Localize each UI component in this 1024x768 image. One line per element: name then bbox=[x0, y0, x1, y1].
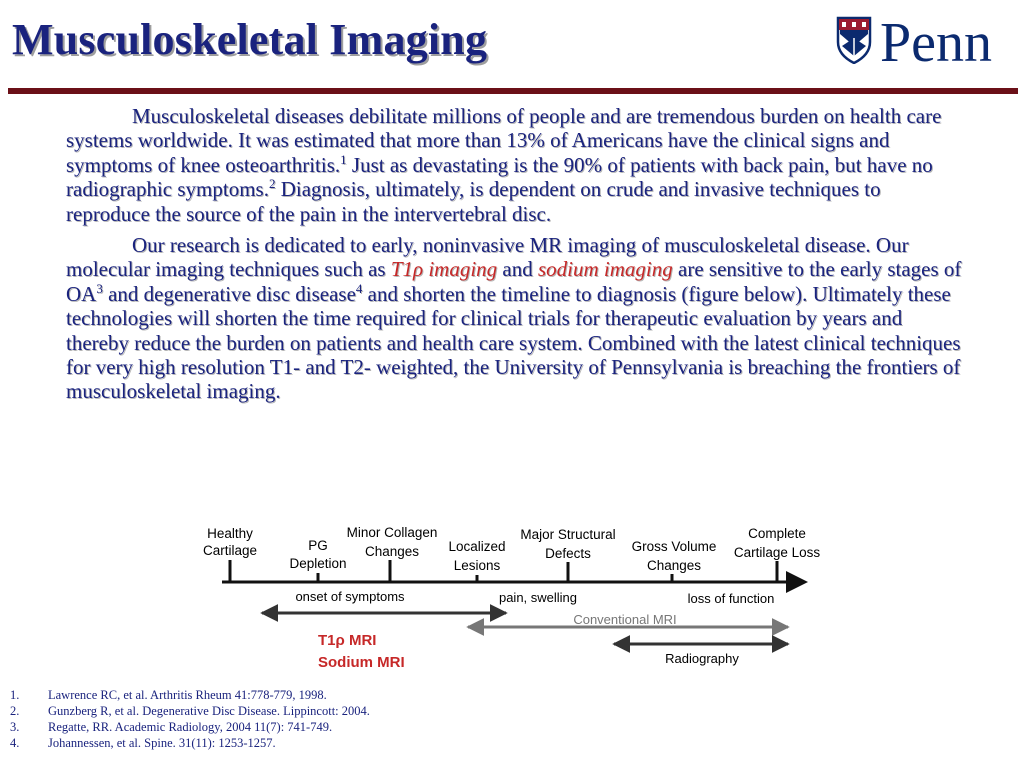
conventional-mri-label: Conventional MRI bbox=[573, 612, 676, 627]
citation-4: 4 bbox=[355, 280, 363, 296]
stage-label: Localized bbox=[448, 539, 505, 554]
radiography-label: Radiography bbox=[665, 651, 739, 666]
stage-label: Cartilage bbox=[203, 543, 257, 558]
penn-shield-icon bbox=[836, 16, 872, 64]
stage-label: PG bbox=[308, 538, 328, 553]
penn-logo: Penn bbox=[836, 12, 1016, 74]
reference-list: 1.Lawrence RC, et al. Arthritis Rheum 41… bbox=[10, 687, 370, 751]
stage-label: Healthy bbox=[207, 526, 253, 541]
stage-label: Depletion bbox=[289, 556, 346, 571]
stage-label: Gross Volume bbox=[632, 539, 717, 554]
t1rho-highlight: T1ρ imaging bbox=[390, 257, 498, 282]
stage-label: Defects bbox=[545, 546, 591, 561]
pain-label: pain, swelling bbox=[499, 590, 577, 605]
stage-label: Major Structural bbox=[520, 527, 615, 542]
page-title: Musculoskeletal Imaging bbox=[12, 15, 488, 64]
sodium-mri-label: Sodium MRI bbox=[318, 654, 405, 671]
oa-timeline-diagram: Healthy Cartilage PG Depletion Minor Col… bbox=[203, 525, 821, 671]
sodium-highlight: sodium imaging bbox=[538, 257, 673, 282]
stage-label: Complete bbox=[748, 526, 806, 541]
stage-label: Cartilage Loss bbox=[734, 545, 821, 560]
citation-3: 3 bbox=[96, 280, 103, 296]
onset-label: onset of symptoms bbox=[295, 589, 405, 604]
reference-item: 4.Johannessen, et al. Spine. 31(11): 125… bbox=[10, 736, 276, 750]
title-divider bbox=[8, 88, 1018, 94]
body-text: Musculoskeletal diseases debilitate mill… bbox=[66, 104, 966, 411]
citation-1: 1 bbox=[340, 151, 347, 167]
paragraph-1: Musculoskeletal diseases debilitate mill… bbox=[66, 104, 942, 226]
paragraph-2: Our research is dedicated to early, noni… bbox=[66, 233, 962, 404]
reference-item: 3.Regatte, RR. Academic Radiology, 2004 … bbox=[10, 720, 333, 734]
reference-item: 1.Lawrence RC, et al. Arthritis Rheum 41… bbox=[10, 688, 327, 702]
stage-label: Lesions bbox=[454, 558, 501, 573]
timeline-arrowhead bbox=[786, 571, 808, 593]
stage-label: Changes bbox=[365, 544, 419, 559]
stage-label: Minor Collagen bbox=[347, 525, 438, 540]
logo-wordmark: Penn bbox=[880, 12, 992, 74]
t1rho-mri-label: T1ρ MRI bbox=[318, 632, 376, 649]
loss-label: loss of function bbox=[688, 591, 775, 606]
stage-label: Changes bbox=[647, 558, 701, 573]
citation-2: 2 bbox=[268, 176, 276, 192]
timeline-ticks bbox=[228, 560, 779, 582]
reference-item: 2.Gunzberg R, et al. Degenerative Disc D… bbox=[10, 704, 370, 718]
